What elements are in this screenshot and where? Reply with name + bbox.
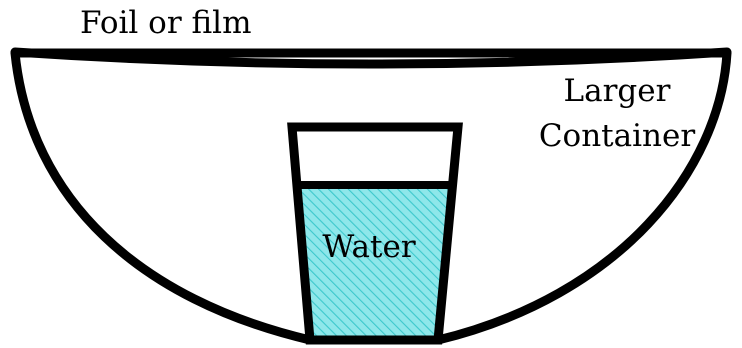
larger-container-label-line2: Container	[539, 118, 696, 154]
water-label: Water	[322, 229, 415, 265]
larger-container-label-line1: Larger	[564, 73, 671, 109]
water-glass	[287, 122, 463, 345]
foil-or-film-label: Foil or film	[80, 5, 251, 41]
water-fill	[298, 185, 450, 338]
foil-film-cover	[10, 47, 732, 69]
